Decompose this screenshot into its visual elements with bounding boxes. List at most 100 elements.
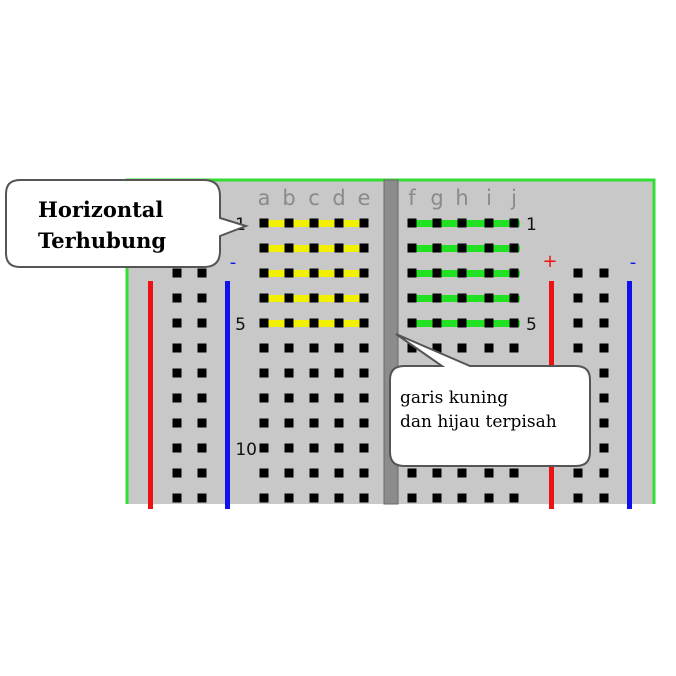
hole [432, 493, 442, 503]
hole [309, 443, 319, 453]
hole [509, 268, 519, 278]
hole [334, 293, 344, 303]
hole [359, 443, 369, 453]
rail-hole [599, 468, 609, 478]
callout-separated-line2: dan hijau terpisah [400, 412, 557, 432]
callout-horizontal-line1: Horizontal [38, 197, 164, 222]
right-rail-minus-sign: - [630, 252, 637, 273]
hole [309, 418, 319, 428]
hole [359, 418, 369, 428]
row-number-right-1: 1 [526, 215, 537, 235]
hole [259, 493, 269, 503]
image-crop-mask [110, 504, 670, 564]
hole [484, 218, 494, 228]
hole [509, 218, 519, 228]
hole [309, 243, 319, 253]
rail-hole [197, 343, 207, 353]
hole [359, 218, 369, 228]
rail-hole [172, 493, 182, 503]
hole [484, 318, 494, 328]
rail-hole [599, 268, 609, 278]
hole [309, 293, 319, 303]
hole [407, 318, 417, 328]
rail-hole [599, 293, 609, 303]
column-letter-d: d [332, 186, 345, 210]
hole [407, 218, 417, 228]
hole [259, 218, 269, 228]
hole [484, 243, 494, 253]
hole [309, 218, 319, 228]
rail-hole [197, 318, 207, 328]
hole [457, 343, 467, 353]
hole [334, 218, 344, 228]
hole [284, 268, 294, 278]
hole [432, 343, 442, 353]
callout-horizontal-text: Horizontal Terhubung [38, 194, 166, 256]
rail-hole [197, 293, 207, 303]
hole [334, 443, 344, 453]
rail-hole [573, 493, 583, 503]
column-letter-g: g [430, 186, 443, 210]
rail-hole [599, 343, 609, 353]
hole [309, 368, 319, 378]
hole [284, 468, 294, 478]
right-rail-blue-line [627, 281, 632, 509]
hole [407, 268, 417, 278]
hole [334, 368, 344, 378]
hole [407, 293, 417, 303]
left-rail-red-line [148, 281, 153, 509]
rail-hole [599, 443, 609, 453]
callout-separated-line1: garis kuning [400, 388, 509, 408]
hole [284, 418, 294, 428]
hole [259, 418, 269, 428]
rail-hole [573, 293, 583, 303]
hole [484, 343, 494, 353]
rail-hole [172, 368, 182, 378]
column-letter-i: i [486, 186, 492, 210]
rail-hole [599, 418, 609, 428]
hole [334, 393, 344, 403]
hole [407, 493, 417, 503]
callout-separated-bubble [389, 333, 591, 467]
hole [359, 468, 369, 478]
hole [457, 218, 467, 228]
hole [407, 468, 417, 478]
rail-hole [599, 318, 609, 328]
hole [309, 493, 319, 503]
hole [432, 468, 442, 478]
hole [284, 393, 294, 403]
hole [457, 293, 467, 303]
column-letter-c: c [308, 186, 320, 210]
hole [259, 468, 269, 478]
rail-hole [599, 368, 609, 378]
hole [457, 268, 467, 278]
hole [309, 268, 319, 278]
hole [284, 368, 294, 378]
hole [407, 243, 417, 253]
hole [284, 243, 294, 253]
hole [284, 443, 294, 453]
rail-hole [172, 293, 182, 303]
hole [359, 268, 369, 278]
hole [309, 318, 319, 328]
hole [457, 493, 467, 503]
rail-hole [172, 468, 182, 478]
rail-hole [197, 418, 207, 428]
rail-hole [197, 268, 207, 278]
hole [432, 268, 442, 278]
hole [284, 493, 294, 503]
rail-hole [599, 393, 609, 403]
rail-hole [172, 268, 182, 278]
hole [334, 343, 344, 353]
hole [432, 243, 442, 253]
rail-hole [197, 493, 207, 503]
hole [509, 293, 519, 303]
hole [334, 468, 344, 478]
hole [259, 343, 269, 353]
hole [484, 493, 494, 503]
left-rail-minus-sign: - [230, 252, 237, 273]
hole [407, 343, 417, 353]
hole [259, 393, 269, 403]
hole [484, 468, 494, 478]
hole [334, 243, 344, 253]
